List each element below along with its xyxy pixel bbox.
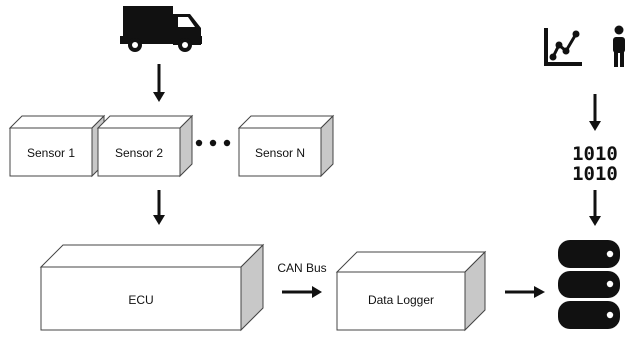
sensor-box-n: Sensor N: [237, 114, 335, 178]
sensor-box-1: Sensor 1: [8, 114, 106, 178]
ecu-label: ECU: [128, 293, 153, 307]
binary-line-2: 1010: [572, 163, 618, 185]
arrow-binary-to-database: [589, 190, 601, 226]
arrow-truck-to-sensors: [153, 64, 165, 102]
binary-data-icon: 1010 1010: [572, 143, 618, 185]
data-logger-label: Data Logger: [368, 293, 434, 307]
arrow-analytics-to-binary: [589, 94, 601, 131]
can-bus-label: CAN Bus: [277, 261, 326, 275]
sensor-2-label: Sensor 2: [115, 146, 163, 160]
ellipsis-icon: [195, 139, 231, 147]
sensor-box-2: Sensor 2: [96, 114, 194, 178]
ecu-box: ECU: [39, 243, 265, 332]
sensor-1-label: Sensor 1: [27, 146, 75, 160]
arrow-logger-to-database: [505, 286, 545, 298]
truck-icon: [120, 6, 202, 52]
line-chart-icon: [544, 28, 582, 66]
binary-line-1: 1010: [572, 143, 618, 165]
database-icon: [558, 240, 620, 329]
arrow-sensors-to-ecu: [153, 190, 165, 225]
sensor-n-label: Sensor N: [255, 146, 305, 160]
arrow-ecu-to-logger: [282, 286, 322, 298]
person-icon: [613, 25, 625, 67]
data-logger-box: Data Logger: [335, 250, 487, 332]
